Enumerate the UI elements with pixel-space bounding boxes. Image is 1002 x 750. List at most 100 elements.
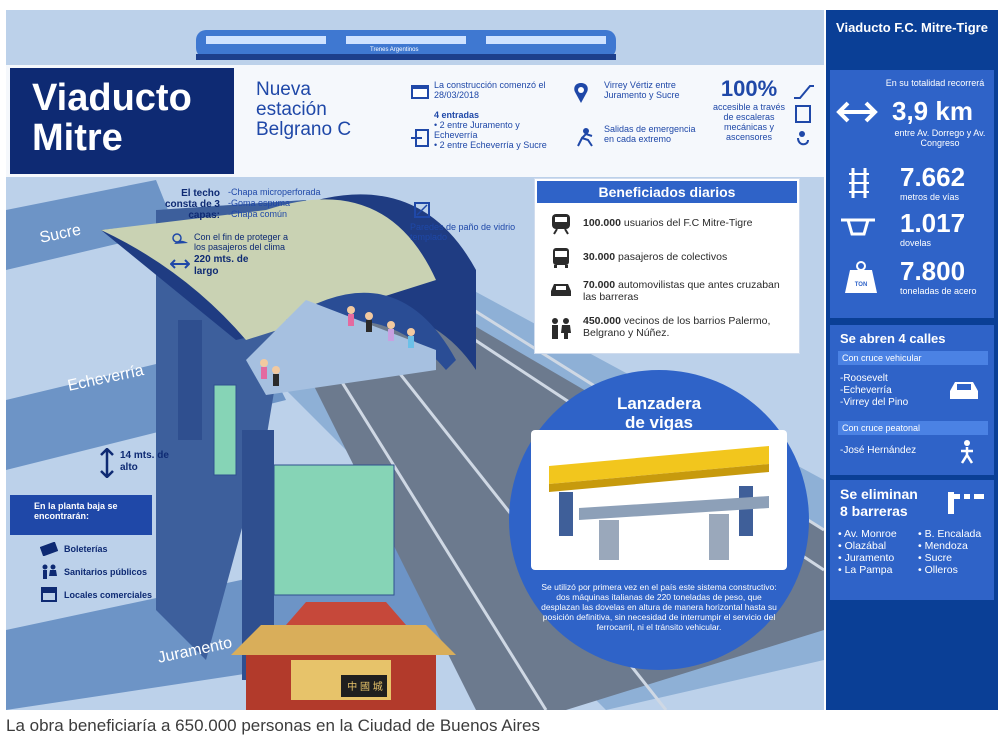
pedestrian-label: Con cruce peatonal [838,421,988,435]
title-line2: Mitre [32,117,123,159]
construction-date: La construcción comenzó el 28/03/2018 [434,80,546,100]
barriers-title-line2: 8 barreras [840,503,908,519]
launcher-description: Se utilizó por primera vez en el país es… [541,582,777,632]
ground-floor-header: En la planta baja se encontrarán: [10,495,152,535]
weight-icon-label: TON [854,282,868,288]
launcher-title: Lanzadera de vigas [509,394,809,432]
rails-value: 7.662 [900,162,966,192]
people-icon [549,317,573,341]
entrance-icon [410,128,430,148]
glass-wall [213,384,237,476]
window-icon [414,202,430,218]
km-subtext: entre Av. Dorrego y Av. Congreso [894,128,986,148]
km-value: 3,9 km [892,96,973,126]
beneficiaries-title: Beneficiados diarios [537,181,797,203]
ground-floor-title: En la planta baja se encontrarán: [34,501,118,521]
arrows-horizontal-icon [836,100,878,124]
gate-sign-text: 中 國 城 [347,682,383,693]
roof-length: 220 mts. de largo [194,254,249,277]
height-info: 14 mts. de alto [120,450,169,473]
weather-icon [170,232,190,248]
vehicular-label: Con cruce vehicular [838,351,988,365]
roof-layer: -Chapa común [228,209,288,219]
railway-track-icon [848,168,870,198]
pedestrian-street: -José Hernández [840,445,917,456]
roof-protect: Con el fin de proteger a los pasajeros d… [194,232,289,252]
beneficiary-row: 30.000 pasajeros de colectivos [583,251,793,263]
pedestrian-icon [954,439,980,465]
beneficiary-text: vecinos de los barrios Palermo, Belgrano… [583,315,771,339]
train-icon [549,213,573,235]
emergency-exits: Salidas de emergencia en cada extremo [604,124,696,144]
barrier-item: • B. Encalada [918,528,982,540]
sidebar-stats: Viaducto F.C. Mitre-Tigre En su totalida… [826,10,998,710]
train [196,30,616,60]
arrows-vertical-icon [98,448,116,478]
entrances-title: 4 entradas [434,110,480,120]
escalator-icon [792,80,814,150]
launcher-title-line1: Lanzadera [616,394,702,413]
column [178,320,202,440]
roof-layers: -Chapa microperforada -Goma espuma -Chap… [228,187,321,220]
barriers-list-col1: • Av. Monroe • Olazábal • Juramento • La… [838,528,897,576]
accessible-pct: 100% [720,76,778,101]
infographic-scene: Viaducto Mitre Nueva estación Belgrano C… [6,10,824,710]
barrier-gate-icon [946,488,986,514]
streets-open-panel: Se abren 4 calles Con cruce vehicular -R… [830,325,994,475]
barrier-item: • Olleros [918,564,958,576]
glass-walls-info: Paredes de paño de vidrio templado [410,222,516,242]
car-icon [549,281,573,299]
arrows-horizontal-icon [170,258,190,270]
beneficiary-text: usuarios del F.C Mitre-Tigre [623,217,753,229]
entrances-info: 4 entradas • 2 entre Juramento y Echever… [434,110,559,150]
barriers-title-line1: Se eliminan [840,486,918,502]
beneficiary-num: 30.000 [583,251,616,263]
roof-layer: -Goma espuma [228,198,291,208]
bus-icon [551,247,571,269]
station-line1: Nueva [256,79,311,100]
title-box: Viaducto Mitre [10,68,234,174]
chinese-gate [231,602,456,710]
barrier-item: • Mendoza [918,540,968,552]
barrier-item: • Sucre [918,552,953,564]
accessible-text: accesible a través de escaleras mecánica… [712,102,786,142]
vehicular-streets: -Roosevelt -Echeverría -Virrey del Pino [840,373,908,409]
sidebar-title: Viaducto F.C. Mitre-Tigre [836,20,988,35]
car-icon [948,379,980,403]
beneficiary-row: 70.000 automovilistas que antes cruzaban… [583,279,793,303]
train-brand: Trenes Argentinos [370,47,419,53]
weight-icon [844,260,878,294]
glass-wall [273,464,395,596]
beneficiary-text: automovilistas que antes cruzaban las ba… [583,279,780,303]
barrier-item: • La Pampa [838,564,893,576]
station-line3: Belgrano C [256,119,352,140]
barrier-item: • Olazábal [838,540,887,552]
entrances-1: • 2 entre Juramento y Echeverría [434,120,520,140]
steel-value: 7.800 [900,256,966,286]
launcher-title-line2: de vigas [624,413,694,432]
roof-label: El techo consta de 3 capas: [164,188,220,221]
beneficiary-num: 100.000 [583,217,621,229]
location-pin-icon [572,82,590,104]
barrier-item: • Juramento [838,552,895,564]
beam-launcher-illustration [549,446,769,560]
dovelas-label: dovelas [900,238,932,248]
ground-item: Locales comerciales [64,590,153,600]
beneficiary-text: pasajeros de colectivos [618,251,728,263]
total-label: En su totalidad recorrerá [885,78,985,88]
steel-label: toneladas de acero [900,286,977,296]
calendar-icon [410,82,430,100]
barriers-panel: Se eliminan 8 barreras • Av. Monroe • Ol… [830,480,994,600]
beneficiary-num: 70.000 [583,279,616,291]
barriers-title: Se eliminan 8 barreras [840,486,918,520]
ground-item: Boleterías [64,544,108,554]
ticket-icon [40,542,58,556]
emergency-exit-icon [572,128,596,148]
location-info: Virrey Vértiz entre Juramento y Sucre [604,80,680,100]
beneficiary-row: 100.000 usuarios del F.C Mitre-Tigre [583,217,793,229]
segment-icon [840,216,876,238]
store-icon [40,586,58,602]
rails-label: metros de vías [900,192,960,202]
open-streets-title: Se abren 4 calles [840,331,946,346]
barrier-item: • Av. Monroe [838,528,897,540]
